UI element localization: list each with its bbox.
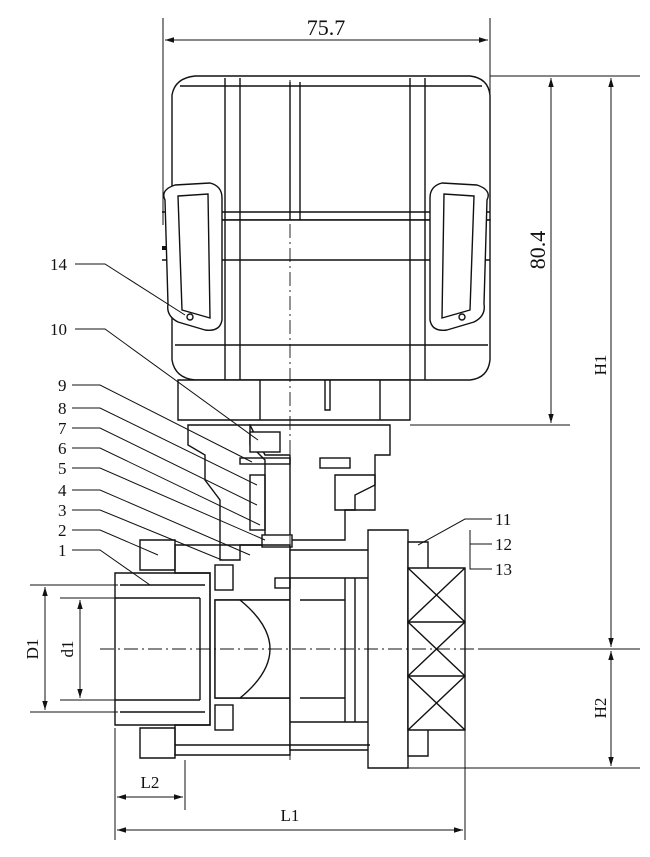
callout-13-label: 13 <box>495 560 512 579</box>
callout-13: 13 <box>469 530 512 579</box>
callout-8: 8 <box>58 399 258 486</box>
callout-4: 4 <box>58 481 251 556</box>
dim-width-top-label: 75.7 <box>307 15 346 40</box>
callout-3-label: 3 <box>58 501 67 520</box>
callout-8-label: 8 <box>58 399 67 418</box>
dim-H2-label: H2 <box>591 698 610 719</box>
callout-2-label: 2 <box>58 521 67 540</box>
callout-5: 5 <box>58 459 266 541</box>
callout-14-label: 14 <box>50 255 68 274</box>
dim-width-top: 75.7 <box>162 15 491 225</box>
callout-1-label: 1 <box>58 541 67 560</box>
callout-14: 14 <box>50 255 186 316</box>
callout-5-label: 5 <box>58 459 67 478</box>
dim-D1: D1 <box>23 584 118 713</box>
callout-12-label: 12 <box>495 535 512 554</box>
callout-1: 1 <box>58 541 151 586</box>
callout-7-label: 7 <box>58 419 67 438</box>
callout-7: 7 <box>58 419 258 506</box>
callout-9-label: 9 <box>58 376 67 395</box>
valve-body <box>114 529 467 769</box>
dim-height-actuator: 80.4 <box>410 75 570 426</box>
callout-9: 9 <box>58 376 253 463</box>
dim-d1: d1 <box>58 597 118 701</box>
dim-D1-label: D1 <box>23 639 42 660</box>
dim-L2: L2 <box>114 728 186 810</box>
bracket <box>187 424 391 561</box>
dim-H1-label: H1 <box>591 355 610 376</box>
callout-11-label: 11 <box>495 510 511 529</box>
callout-3: 3 <box>58 501 223 561</box>
callout-10-label: 10 <box>50 320 67 339</box>
dim-height-actuator-label: 80.4 <box>525 231 550 270</box>
callout-4-label: 4 <box>58 481 67 500</box>
callout-2: 2 <box>58 521 159 556</box>
callout-6-label: 6 <box>58 439 67 458</box>
callout-12: 12 <box>470 535 512 554</box>
callout-11: 11 <box>417 510 511 546</box>
dim-H2: H2 <box>408 651 640 769</box>
dim-L2-label: L2 <box>141 773 160 792</box>
dim-L1-label: L1 <box>281 806 300 825</box>
actuator <box>162 75 491 421</box>
callout-10: 10 <box>50 320 259 441</box>
dim-d1-label: d1 <box>58 641 77 658</box>
centerlines <box>100 80 480 760</box>
dim-L1: L1 <box>114 730 466 840</box>
callout-6: 6 <box>58 439 261 526</box>
dim-H1: H1 <box>480 75 640 650</box>
